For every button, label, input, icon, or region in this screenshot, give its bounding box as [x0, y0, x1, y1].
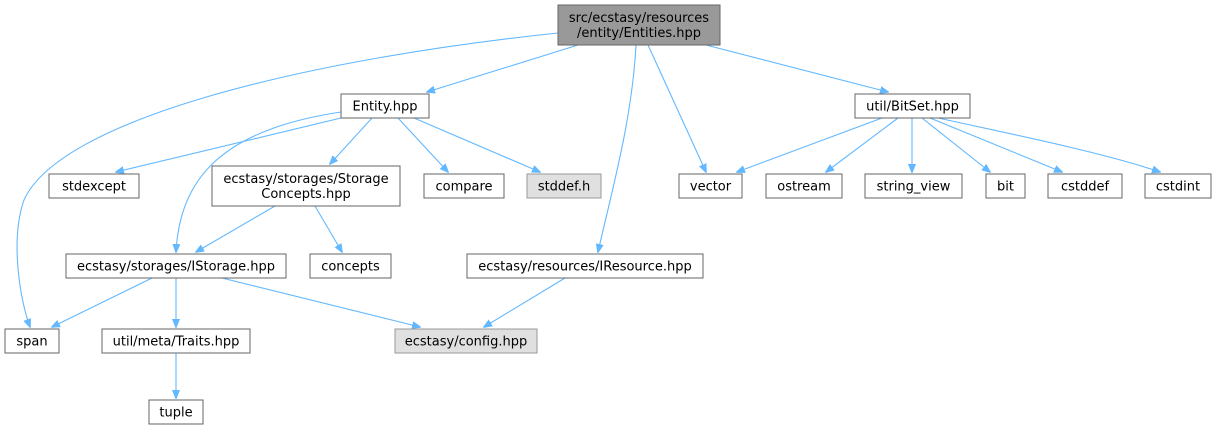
node-label-cstddef: cstddef: [1061, 180, 1110, 195]
node-vector[interactable]: vector: [678, 173, 743, 199]
edge-entity-to-stddef: [413, 117, 540, 172]
edge-entities-to-entity: [427, 44, 579, 92]
node-label-istorage: ecstasy/storages/IStorage.hpp: [77, 260, 275, 275]
node-stddef: stddef.h: [526, 173, 602, 199]
node-label-string_view: string_view: [877, 180, 951, 195]
edge-storageconcepts-to-concepts: [314, 205, 342, 252]
node-cstddef[interactable]: cstddef: [1047, 173, 1123, 199]
edge-storageconcepts-to-istorage: [196, 205, 276, 252]
node-label-storageconcepts-line2: Concepts.hpp: [261, 187, 350, 202]
node-label-entity: Entity.hpp: [353, 100, 418, 115]
edge-bitset-to-vector: [737, 117, 883, 172]
edge-bitset-to-cstdint: [937, 117, 1160, 172]
node-label-stdexcept: stdexcept: [62, 180, 126, 195]
node-label-storageconcepts-line1: ecstasy/storages/Storage: [223, 172, 388, 187]
node-box-span: [4, 328, 60, 354]
node-box-traits: [101, 328, 251, 354]
node-label-entities-line1: src/ecstasy/resources: [569, 11, 709, 26]
node-iresource[interactable]: ecstasy/resources/IResource.hpp: [466, 253, 704, 279]
node-istorage[interactable]: ecstasy/storages/IStorage.hpp: [65, 253, 287, 279]
node-box-storageconcepts: [211, 165, 401, 207]
node-label-concepts: concepts: [321, 260, 380, 275]
node-label-compare: compare: [435, 180, 492, 195]
node-entities: src/ecstasy/resources/entity/Entities.hp…: [557, 4, 721, 46]
node-compare[interactable]: compare: [423, 173, 505, 199]
node-label-tuple: tuple: [159, 406, 192, 421]
node-box-ostream: [765, 173, 843, 199]
edge-istorage-to-config: [221, 277, 420, 327]
node-box-entity: [340, 93, 430, 119]
node-string_view[interactable]: string_view: [864, 173, 963, 199]
edge-bitset-to-ostream: [826, 117, 899, 172]
edge-entities-to-bitset: [705, 44, 888, 92]
node-bit[interactable]: bit: [985, 173, 1026, 199]
edge-entity-to-stdexcept: [116, 117, 342, 172]
node-box-cstdint: [1144, 173, 1212, 199]
node-box-stddef: [526, 173, 602, 199]
node-label-ostream: ostream: [777, 180, 831, 195]
node-box-compare: [423, 173, 505, 199]
node-config: ecstasy/config.hpp: [394, 328, 538, 354]
node-cstdint[interactable]: cstdint: [1144, 173, 1212, 199]
edge-entity-to-compare: [397, 117, 448, 172]
edge-entity-to-storageconcepts: [330, 117, 373, 164]
edge-istorage-to-span: [52, 277, 153, 327]
node-box-config: [394, 328, 538, 354]
edge-entities-to-span: [16, 32, 559, 327]
edge-entities-to-iresource: [598, 44, 637, 252]
node-label-vector: vector: [690, 180, 732, 195]
node-label-traits: util/meta/Traits.hpp: [113, 335, 240, 350]
node-entity[interactable]: Entity.hpp: [340, 93, 430, 119]
node-concepts[interactable]: concepts: [309, 253, 392, 279]
edge-entity-to-istorage: [176, 111, 342, 252]
node-label-stddef: stddef.h: [538, 180, 590, 195]
node-box-cstddef: [1047, 173, 1123, 199]
node-label-config: ecstasy/config.hpp: [405, 335, 527, 350]
node-stdexcept[interactable]: stdexcept: [48, 173, 140, 199]
nodes-layer: src/ecstasy/resources/entity/Entities.hp…: [4, 4, 1212, 425]
node-box-stdexcept: [48, 173, 140, 199]
node-tuple[interactable]: tuple: [148, 399, 204, 425]
node-label-span: span: [16, 335, 47, 350]
edge-entities-to-vector: [647, 44, 706, 172]
node-label-bitset: util/BitSet.hpp: [866, 100, 959, 115]
node-label-entities-line2: /entity/Entities.hpp: [577, 26, 701, 41]
node-box-iresource: [466, 253, 704, 279]
node-ostream[interactable]: ostream: [765, 173, 843, 199]
node-box-string_view: [864, 173, 963, 199]
node-span[interactable]: span: [4, 328, 60, 354]
node-box-tuple: [148, 399, 204, 425]
node-box-bitset: [854, 93, 971, 119]
node-label-cstdint: cstdint: [1156, 180, 1200, 195]
node-box-vector: [678, 173, 743, 199]
node-box-bit: [985, 173, 1026, 199]
edge-bitset-to-cstddef: [929, 117, 1062, 172]
node-label-bit: bit: [997, 180, 1014, 195]
edge-bitset-to-bit: [921, 117, 990, 172]
node-box-istorage: [65, 253, 287, 279]
node-label-iresource: ecstasy/resources/IResource.hpp: [478, 260, 692, 275]
edges-layer: [16, 32, 1160, 398]
node-box-concepts: [309, 253, 392, 279]
node-box-entities: [557, 4, 721, 46]
node-traits[interactable]: util/meta/Traits.hpp: [101, 328, 251, 354]
edge-iresource-to-config: [484, 277, 566, 327]
node-bitset[interactable]: util/BitSet.hpp: [854, 93, 971, 119]
